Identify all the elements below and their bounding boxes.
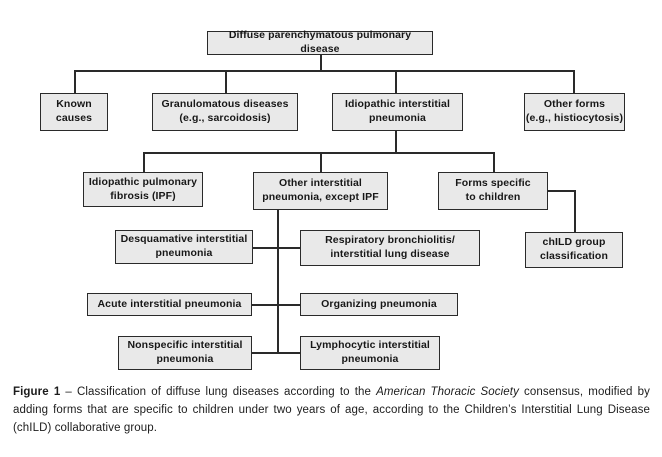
node-nonspecific-interstitial: Nonspecific interstitial pneumonia [118, 336, 252, 370]
node-ipf: Idiopathic pulmonary fibrosis (IPF) [83, 172, 203, 207]
node-other-forms: Other forms (e.g., histiocytosis) [524, 93, 625, 131]
node-known-causes: Known causes [40, 93, 108, 131]
connector-forms-children-elbow-v [574, 190, 576, 232]
connector-root-stem [320, 55, 322, 71]
connector-drop-forms-children [493, 152, 495, 172]
node-lymphocytic-interstitial: Lymphocytic interstitial pneumonia [300, 336, 440, 370]
connector-iip-stem [395, 131, 397, 152]
node-child-group: chILD group classification [525, 232, 623, 268]
figure-caption: Figure 1 – Classification of diffuse lun… [13, 383, 650, 437]
node-idiopathic-interstitial: Idiopathic interstitial pneumonia [332, 93, 463, 131]
connector-forms-children-elbow-h [548, 190, 575, 192]
connector-level2-bus [143, 152, 494, 154]
connector-level1-bus [74, 70, 574, 72]
caption-society-name: American Thoracic Society [376, 386, 519, 398]
caption-figure-number: Figure 1 [13, 386, 61, 398]
connector-drop-other-forms [573, 70, 575, 93]
node-forms-specific-children: Forms specific to children [438, 172, 548, 210]
connector-branch-row4 [253, 247, 300, 249]
node-other-interstitial: Other interstitial pneumonia, except IPF [253, 172, 388, 210]
node-organizing-pneumonia: Organizing pneumonia [300, 293, 458, 316]
caption-text-end: consensus, modified by adding forms that… [13, 386, 650, 434]
connector-branch-row5 [252, 304, 300, 306]
connector-spine [277, 210, 279, 353]
connector-drop-granulomatous [225, 70, 227, 93]
connector-branch-row6 [252, 352, 300, 354]
node-diffuse-parenchymatous: Diffuse parenchymatous pulmonary disease [207, 29, 433, 55]
caption-text-start: Classification of diffuse lung diseases … [76, 386, 377, 398]
connector-drop-known [74, 70, 76, 93]
node-desquamative: Desquamative interstitial pneumonia [115, 230, 253, 264]
connector-drop-other-ip [320, 152, 322, 172]
node-respiratory-bronchiolitis: Respiratory bronchiolitis/ interstitial … [300, 230, 480, 266]
node-acute-interstitial: Acute interstitial pneumonia [87, 293, 252, 316]
caption-dash: – [60, 386, 77, 398]
connector-drop-iip [395, 70, 397, 93]
connector-drop-ipf [143, 152, 145, 172]
node-granulomatous-diseases: Granulomatous diseases (e.g., sarcoidosi… [152, 93, 298, 131]
